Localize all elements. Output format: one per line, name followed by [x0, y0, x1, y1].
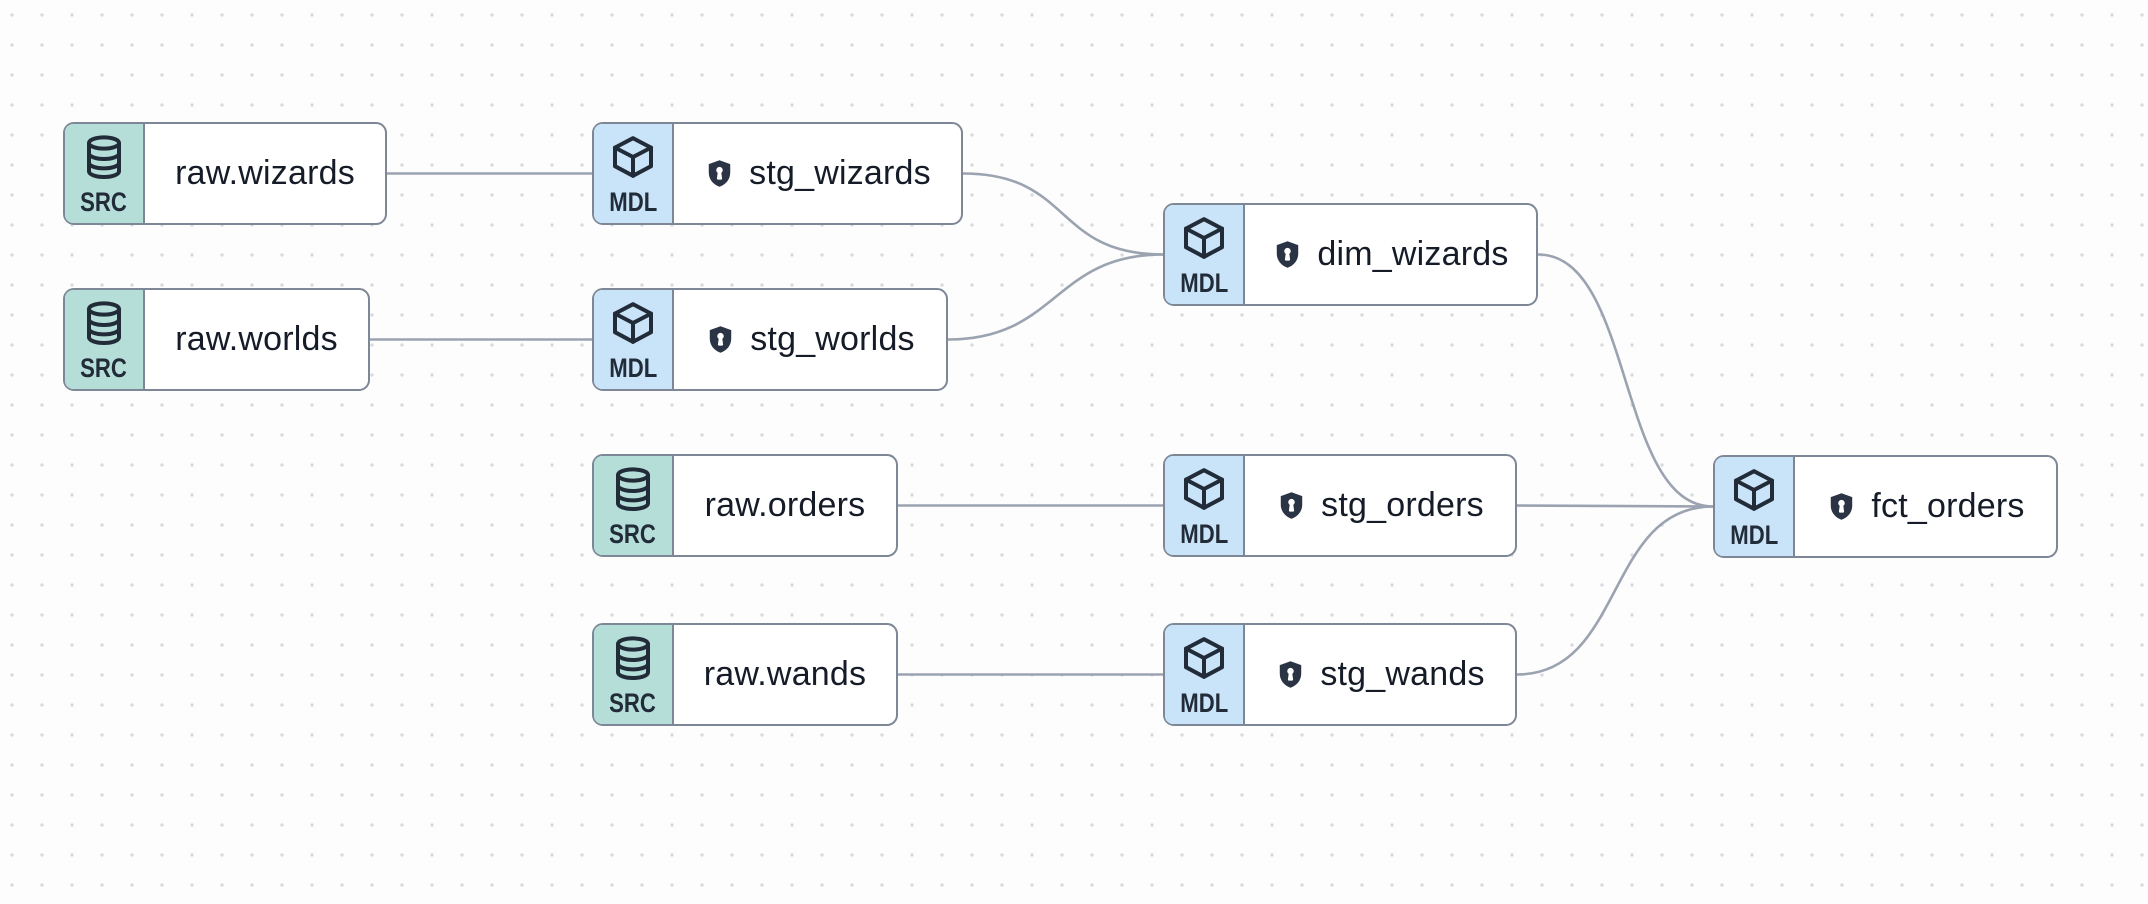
node-label: stg_wizards — [749, 154, 931, 192]
node-body: raw.orders — [674, 456, 896, 555]
node-stg_worlds[interactable]: MDL stg_worlds — [592, 288, 948, 391]
edge-dim_wizards-to-fct_orders — [1537, 253, 1714, 508]
node-body: stg_wands — [1245, 625, 1515, 724]
node-type-badge: MDL — [1180, 688, 1228, 718]
node-label: raw.orders — [704, 486, 866, 524]
node-type-badge: SRC — [80, 353, 128, 383]
node-type-badge: SRC — [609, 688, 657, 718]
node-label: raw.wizards — [175, 154, 355, 192]
node-raw_wands[interactable]: SRC raw.wands — [592, 623, 898, 726]
node-type-badge: SRC — [80, 187, 128, 217]
node-type-badge: MDL — [1180, 268, 1228, 298]
cube-icon — [1180, 634, 1228, 682]
node-label: raw.wands — [703, 655, 867, 693]
edge-stg_worlds-to-dim_wizards — [947, 253, 1164, 341]
node-label: fct_orders — [1871, 487, 2025, 525]
node-body: raw.wizards — [145, 124, 385, 223]
node-body: fct_orders — [1795, 457, 2056, 556]
cube-icon — [1180, 465, 1228, 513]
node-body: raw.worlds — [145, 290, 368, 389]
node-type-badge: MDL — [609, 187, 657, 217]
database-icon — [80, 133, 128, 181]
cube-icon — [609, 133, 657, 181]
node-type-tile: MDL — [1715, 457, 1795, 556]
node-stg_wands[interactable]: MDL stg_wands — [1163, 623, 1517, 726]
node-body: raw.wands — [674, 625, 896, 724]
node-raw_orders[interactable]: SRC raw.orders — [592, 454, 898, 557]
node-type-tile: MDL — [594, 124, 674, 223]
node-type-badge: MDL — [1180, 519, 1228, 549]
node-label: stg_worlds — [750, 320, 915, 358]
shield-lock-icon — [705, 324, 736, 355]
node-type-tile: SRC — [594, 625, 674, 724]
node-type-badge: SRC — [609, 519, 657, 549]
node-type-tile: SRC — [65, 124, 145, 223]
shield-lock-icon — [1826, 491, 1857, 522]
node-stg_orders[interactable]: MDL stg_orders — [1163, 454, 1517, 557]
node-label: dim_wizards — [1317, 235, 1509, 273]
node-type-tile: MDL — [1165, 205, 1245, 304]
cube-icon — [1180, 214, 1228, 262]
node-type-badge: MDL — [609, 353, 657, 383]
node-body: stg_wizards — [674, 124, 961, 223]
node-label: raw.worlds — [175, 320, 338, 358]
edge-stg_orders-to-fct_orders — [1516, 504, 1714, 508]
cube-icon — [609, 299, 657, 347]
shield-lock-icon — [1275, 659, 1306, 690]
node-fct_orders[interactable]: MDL fct_orders — [1713, 455, 2058, 558]
edge-stg_wizards-to-dim_wizards — [962, 172, 1164, 256]
node-type-badge: MDL — [1730, 520, 1778, 550]
shield-lock-icon — [1272, 239, 1303, 270]
node-type-tile: MDL — [1165, 625, 1245, 724]
node-body: dim_wizards — [1245, 205, 1536, 304]
shield-lock-icon — [704, 158, 735, 189]
node-dim_wizards[interactable]: MDL dim_wizards — [1163, 203, 1538, 306]
database-icon — [609, 634, 657, 682]
node-type-tile: MDL — [594, 290, 674, 389]
database-icon — [80, 299, 128, 347]
node-type-tile: MDL — [1165, 456, 1245, 555]
node-body: stg_worlds — [674, 290, 946, 389]
node-type-tile: SRC — [594, 456, 674, 555]
node-raw_wizards[interactable]: SRC raw.wizards — [63, 122, 387, 225]
cube-icon — [1730, 466, 1778, 514]
node-raw_worlds[interactable]: SRC raw.worlds — [63, 288, 370, 391]
node-stg_wizards[interactable]: MDL stg_wizards — [592, 122, 963, 225]
node-type-tile: SRC — [65, 290, 145, 389]
node-label: stg_orders — [1321, 486, 1484, 524]
node-label: stg_wands — [1320, 655, 1485, 693]
node-body: stg_orders — [1245, 456, 1515, 555]
edge-stg_wands-to-fct_orders — [1516, 505, 1714, 676]
shield-lock-icon — [1276, 490, 1307, 521]
database-icon — [609, 465, 657, 513]
